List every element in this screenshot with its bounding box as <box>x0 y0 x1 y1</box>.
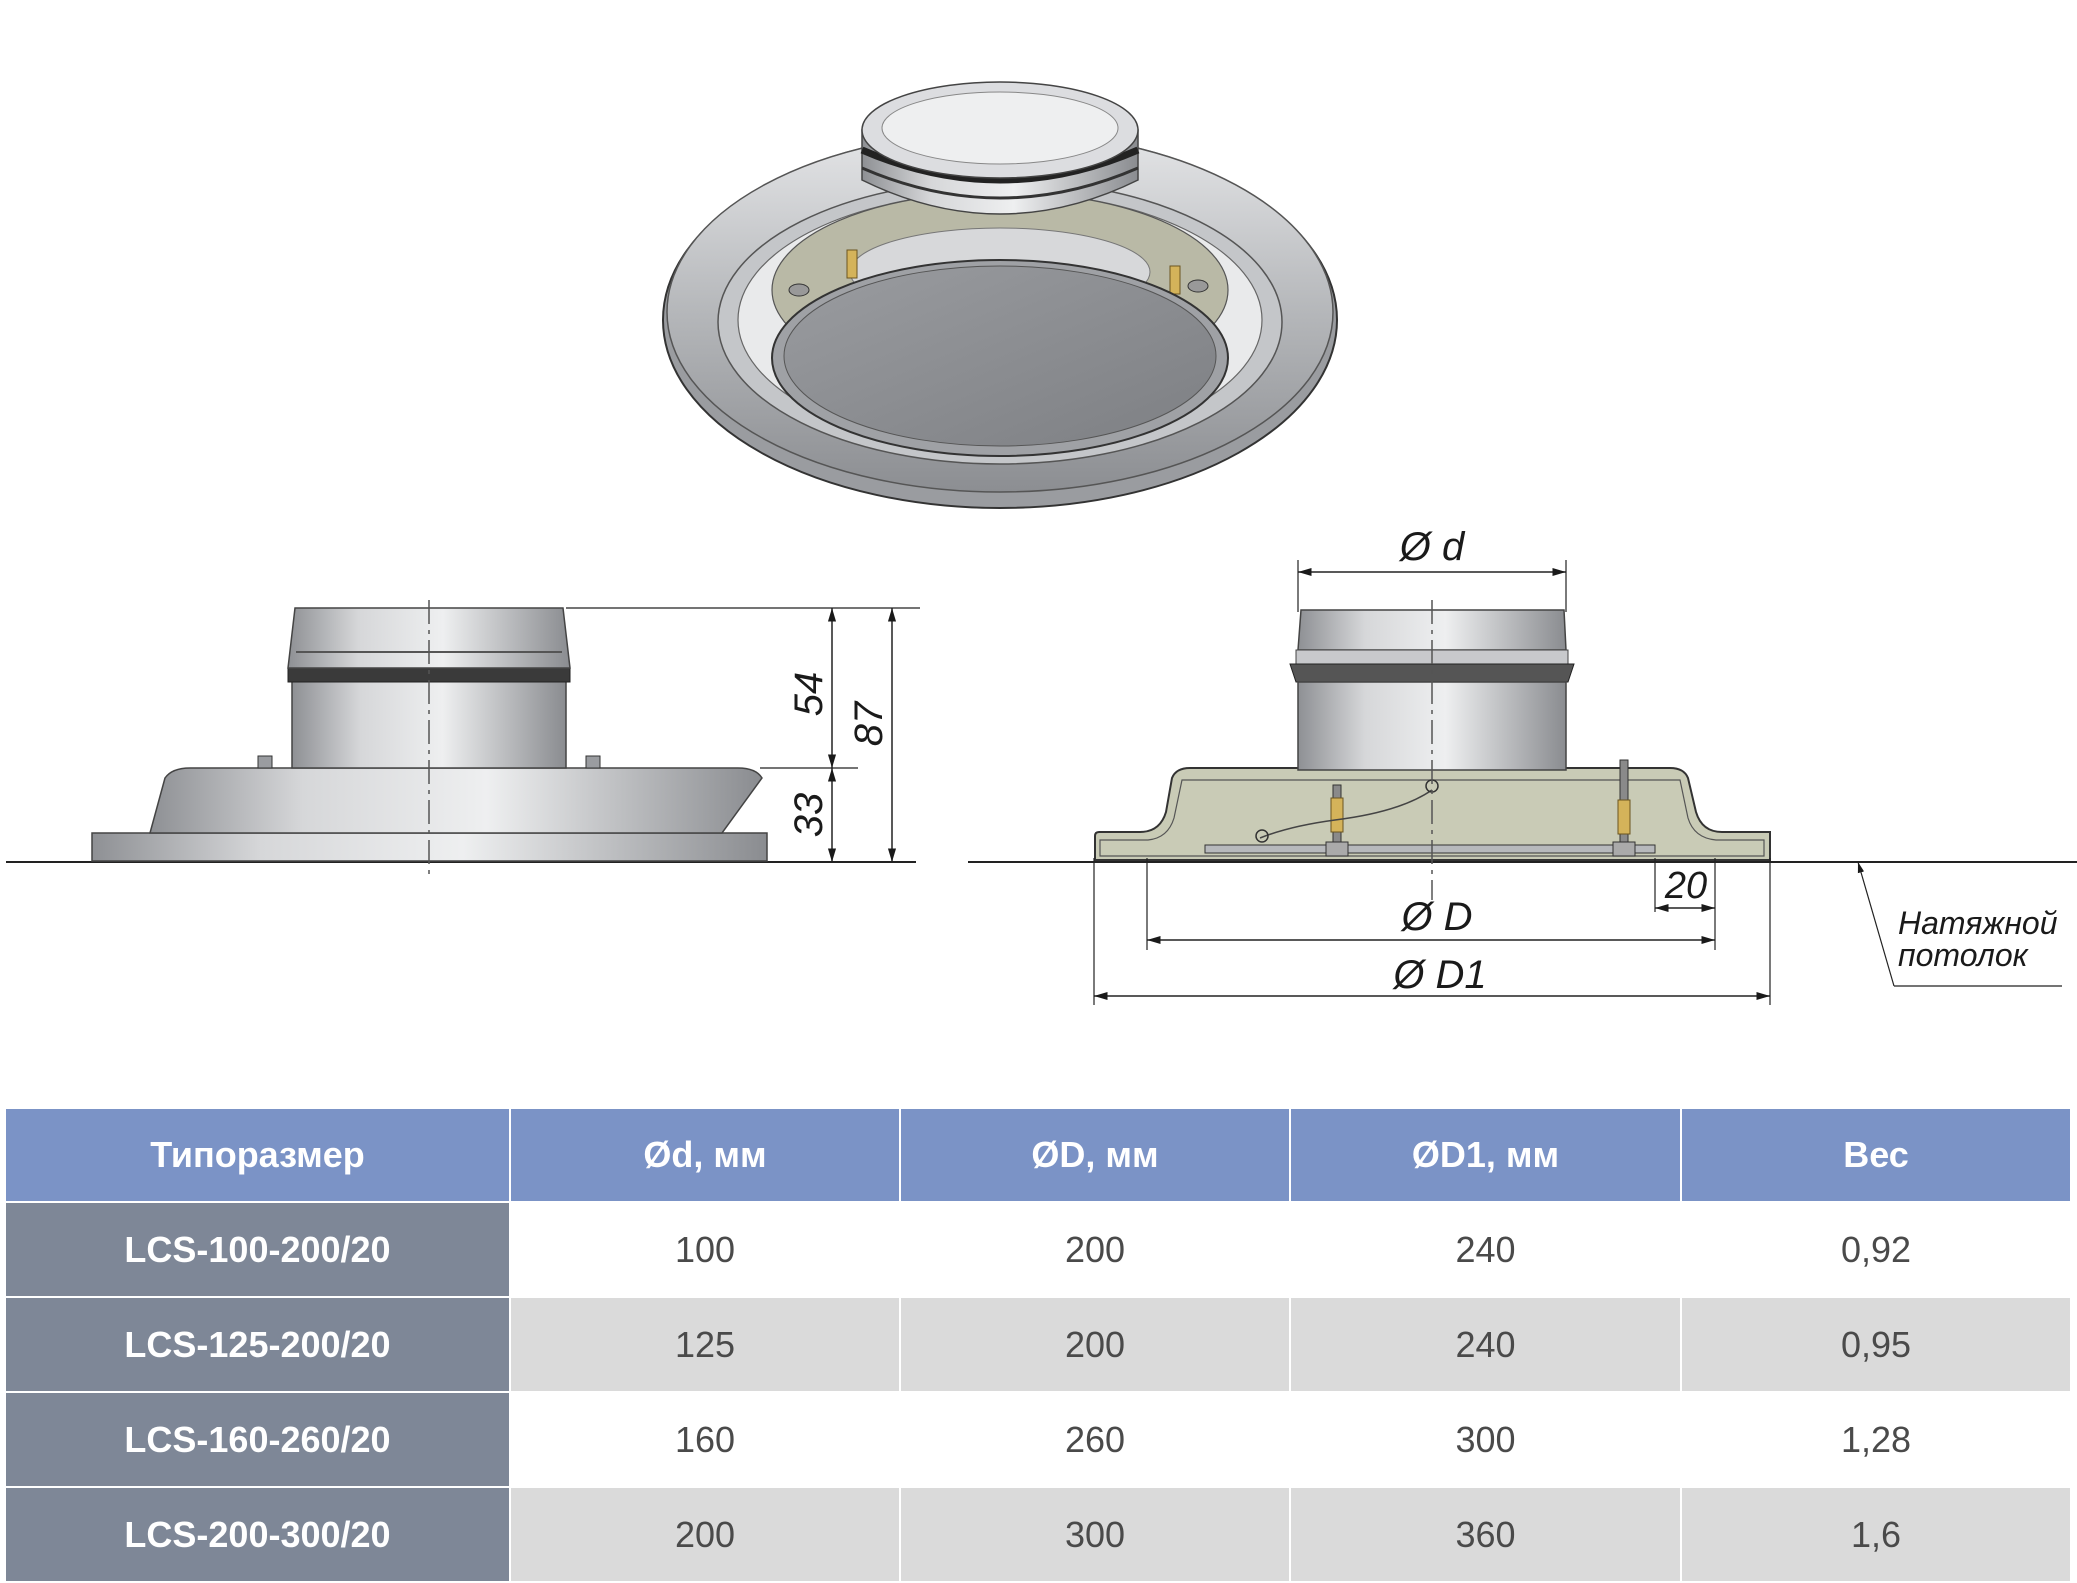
header-d: Ød, мм <box>510 1109 901 1203</box>
table-row: LCS-160-260/20 160 260 300 1,28 <box>6 1392 2072 1488</box>
dim-height-87: 87 <box>847 700 891 746</box>
dim-height-33: 33 <box>787 793 831 838</box>
table-row: LCS-100-200/20 100 200 240 0,92 <box>6 1202 2072 1298</box>
cell-D: 300 <box>900 1487 1291 1583</box>
dim-height-54: 54 <box>787 672 831 717</box>
cell-model: LCS-125-200/20 <box>6 1297 511 1393</box>
cell-weight: 1,28 <box>1681 1392 2072 1488</box>
section-view: Ø d Ø D 20 Ø D1 Натяжной потолок <box>968 525 2077 1005</box>
header-weight: Вес <box>1681 1109 2072 1203</box>
cell-d: 100 <box>510 1202 901 1298</box>
cell-weight: 1,6 <box>1681 1487 2072 1583</box>
cell-model: LCS-100-200/20 <box>6 1202 511 1298</box>
cell-D: 260 <box>900 1392 1291 1488</box>
table-row: LCS-125-200/20 125 200 240 0,95 <box>6 1297 2072 1393</box>
header-model: Типоразмер <box>6 1109 511 1203</box>
cell-model: LCS-160-260/20 <box>6 1392 511 1488</box>
header-D1: ØD1, мм <box>1290 1109 1682 1203</box>
cell-D1: 360 <box>1290 1487 1682 1583</box>
ceiling-note-line1: Натяжной <box>1898 905 2058 941</box>
cell-D1: 240 <box>1290 1202 1682 1298</box>
technical-drawing: 54 33 87 Ø d Ø <box>6 81 2077 1005</box>
ceiling-note-line2: потолок <box>1898 937 2030 973</box>
cell-D: 200 <box>900 1202 1291 1298</box>
dim-diameter-D1: Ø D1 <box>1391 953 1486 997</box>
dim-offset-20: 20 <box>1664 865 1707 907</box>
cell-model: LCS-200-300/20 <box>6 1487 511 1583</box>
dim-diameter-d: Ø d <box>1398 525 1466 569</box>
header-D: ØD, мм <box>900 1109 1291 1203</box>
cell-D1: 240 <box>1290 1297 1682 1393</box>
cell-d: 160 <box>510 1392 901 1488</box>
isometric-view <box>662 81 1338 509</box>
dim-diameter-D: Ø D <box>1399 895 1472 939</box>
cell-weight: 0,95 <box>1681 1297 2072 1393</box>
cell-D: 200 <box>900 1297 1291 1393</box>
cell-weight: 0,92 <box>1681 1202 2072 1298</box>
table-header-row: Типоразмер Ød, мм ØD, мм ØD1, мм Вес <box>6 1109 2072 1203</box>
cell-d: 200 <box>510 1487 901 1583</box>
table-row: LCS-200-300/20 200 300 360 1,6 <box>6 1487 2072 1583</box>
spec-table: Типоразмер Ød, мм ØD, мм ØD1, мм Вес LCS… <box>6 1109 2072 1583</box>
side-view: 54 33 87 <box>6 600 920 876</box>
cell-D1: 300 <box>1290 1392 1682 1488</box>
cell-d: 125 <box>510 1297 901 1393</box>
